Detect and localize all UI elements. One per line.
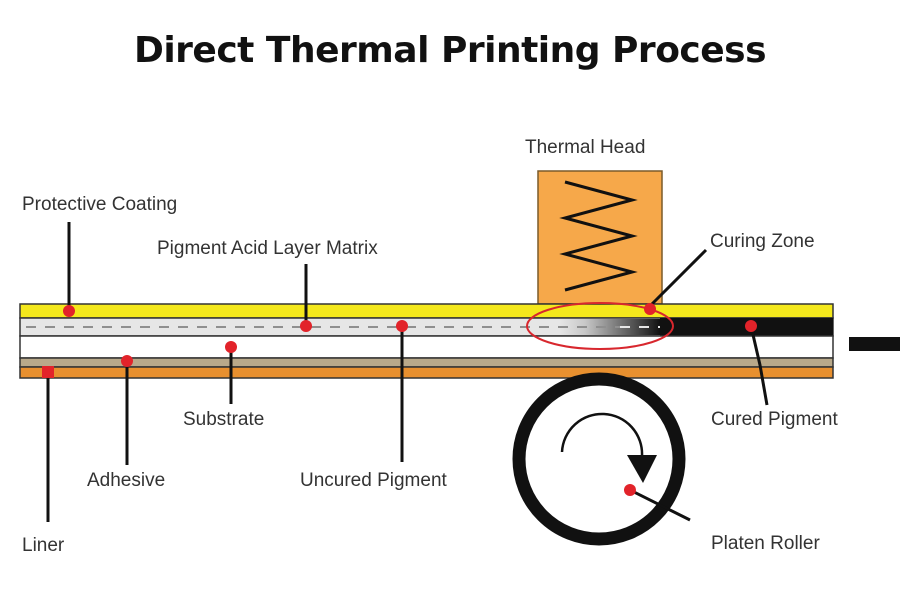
curing-transition	[560, 319, 660, 335]
label-adhesive: Adhesive	[87, 470, 166, 491]
label-protective-coating: Protective Coating	[22, 194, 178, 215]
adhesive-layer	[19, 357, 834, 368]
marker-curing-zone	[644, 303, 656, 315]
label-curing-zone: Curing Zone	[710, 231, 815, 252]
diagram-title: Direct Thermal Printing Process	[133, 30, 767, 71]
label-platen-roller: Platen Roller	[711, 533, 820, 554]
marker-uncured-pigment	[396, 320, 408, 332]
marker-platen-roller	[624, 484, 636, 496]
label-pigment-acid-layer-matrix: Pigment Acid Layer Matrix	[157, 238, 378, 259]
rotation-arrowhead-icon	[627, 455, 657, 483]
liner-layer	[19, 366, 834, 379]
label-layers	[19, 303, 834, 379]
marker-pigment-matrix	[300, 320, 312, 332]
label-liner: Liner	[22, 535, 65, 556]
output-direction-bar	[849, 337, 900, 351]
curing-zone-ring	[526, 302, 674, 350]
marker-cured-pigment	[745, 320, 757, 332]
thermal-head	[537, 170, 663, 305]
label-uncured-pigment: Uncured Pigment	[300, 470, 447, 491]
marker-liner	[42, 366, 54, 378]
protective-coating-layer	[19, 303, 834, 319]
leader-lines	[46, 222, 769, 522]
marker-substrate	[225, 341, 237, 353]
label-cured-pigment: Cured Pigment	[711, 409, 838, 430]
substrate-layer	[19, 335, 834, 359]
label-thermal-head: Thermal Head	[525, 137, 646, 158]
rotation-arrow	[560, 412, 644, 457]
marker-adhesive	[121, 355, 133, 367]
marker-dots	[42, 303, 757, 496]
label-substrate: Substrate	[183, 409, 265, 430]
marker-protective-coating	[63, 305, 75, 317]
platen-roller	[512, 372, 686, 546]
heating-element-coil	[559, 180, 638, 292]
